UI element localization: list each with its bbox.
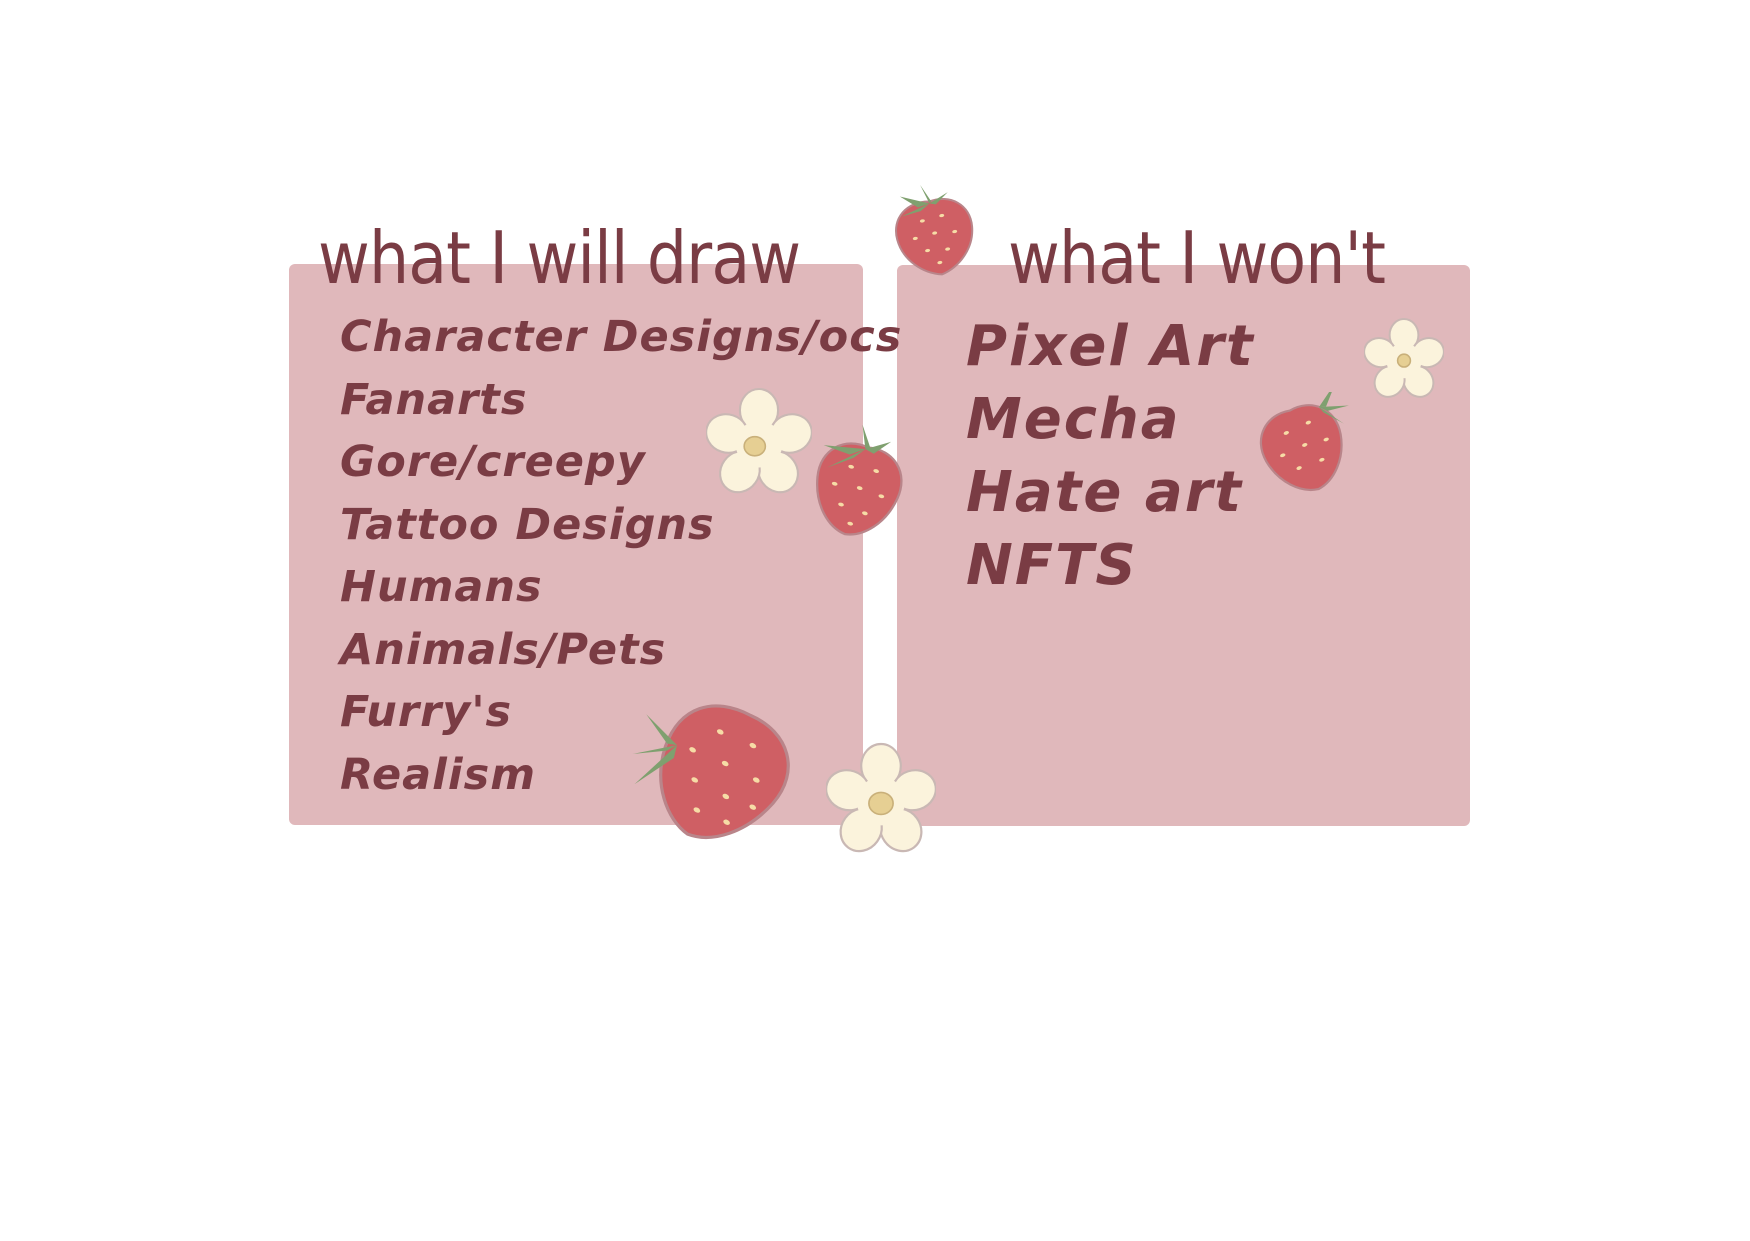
list-item: Animals/Pets bbox=[340, 624, 667, 675]
list-item: Humans bbox=[340, 562, 543, 612]
list-item: Furry's bbox=[340, 687, 513, 737]
strawberry-icon bbox=[816, 425, 903, 536]
wont-draw-list: Pixel Art Mecha Hate art NFTS bbox=[966, 310, 1255, 602]
list-item: Realism bbox=[340, 749, 537, 800]
list-item: Tattoo Designs bbox=[340, 499, 715, 550]
list-item: Character Designs/ocs bbox=[340, 312, 903, 362]
will-draw-list: Character Designs/ocs Fanarts Gore/creep… bbox=[340, 306, 902, 806]
flower-icon bbox=[826, 742, 936, 853]
strawberry-icon bbox=[895, 185, 974, 276]
list-item: Mecha bbox=[966, 387, 1181, 452]
strawberry-icon bbox=[1260, 392, 1349, 491]
list-item: NFTS bbox=[966, 533, 1138, 598]
flower-icon bbox=[706, 387, 812, 494]
will-draw-heading: what I will draw bbox=[318, 216, 801, 300]
list-item: Pixel Art bbox=[966, 314, 1255, 379]
wont-draw-heading: what I won't bbox=[1008, 216, 1386, 300]
list-item: Fanarts bbox=[340, 374, 528, 425]
list-item: Hate art bbox=[966, 460, 1244, 525]
list-item: Gore/creepy bbox=[340, 437, 646, 487]
flower-icon bbox=[1364, 318, 1444, 398]
strawberry-icon bbox=[632, 704, 790, 839]
